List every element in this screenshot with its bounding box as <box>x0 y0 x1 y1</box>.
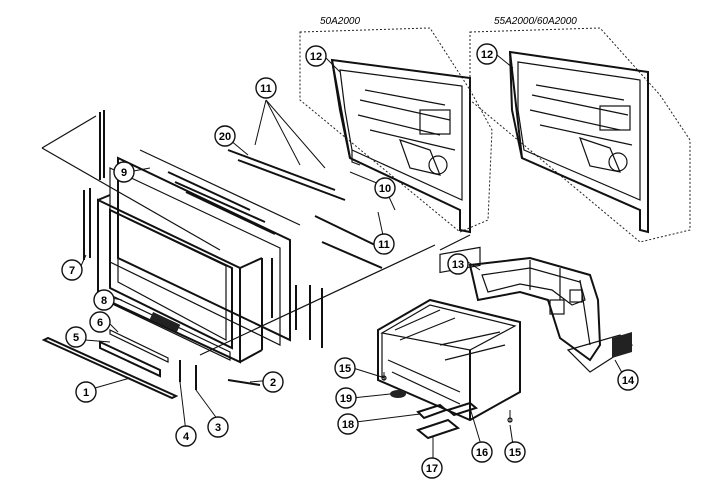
callout-2: 2 <box>262 371 284 393</box>
model-label-55a2000-60a2000: 55A2000/60A2000 <box>494 16 577 27</box>
callout-label-6: 6 <box>97 317 103 329</box>
callout-8: 8 <box>93 289 115 311</box>
callout-label-7: 7 <box>69 265 75 277</box>
callout-label-12-right: 12 <box>481 49 493 61</box>
callout-label-17: 17 <box>426 463 438 475</box>
callout-12-left: 12 <box>305 45 327 67</box>
callout-label-20: 20 <box>219 131 231 143</box>
callout-label-15-left: 15 <box>339 363 351 375</box>
callout-15-right: 15 <box>504 441 526 463</box>
callout-6: 6 <box>89 311 111 333</box>
callout-15-left: 15 <box>334 357 356 379</box>
callout-label-19: 19 <box>340 393 352 405</box>
callout-label-5: 5 <box>73 332 79 344</box>
callout-label-2: 2 <box>270 377 276 389</box>
callout-label-13: 13 <box>452 259 464 271</box>
callout-9: 9 <box>113 161 135 183</box>
callout-3: 3 <box>207 416 229 438</box>
callout-18: 18 <box>337 413 359 435</box>
callout-label-9: 9 <box>121 167 127 179</box>
callout-13: 13 <box>447 253 469 275</box>
callout-19: 19 <box>335 387 357 409</box>
callout-label-14: 14 <box>622 375 635 387</box>
callout-16: 16 <box>471 441 493 463</box>
chassis-assembly <box>377 246 634 440</box>
callout-label-1: 1 <box>83 387 89 399</box>
callout-label-3: 3 <box>215 422 221 434</box>
callout-label-18: 18 <box>342 419 354 431</box>
callout-label-11-bottom: 11 <box>378 239 390 251</box>
callout-label-16: 16 <box>476 447 488 459</box>
callout-1: 1 <box>75 381 97 403</box>
front-frame-assembly <box>41 110 471 400</box>
callout-label-12-left: 12 <box>310 51 322 63</box>
callout-label-10: 10 <box>379 183 391 195</box>
callout-14: 14 <box>617 369 639 391</box>
callout-4: 4 <box>175 425 197 447</box>
callout-10: 10 <box>374 177 396 199</box>
callout-11-bottom: 11 <box>373 233 395 255</box>
callout-12-right: 12 <box>476 43 498 65</box>
callout-label-15-right: 15 <box>509 447 521 459</box>
callout-17: 17 <box>421 457 443 479</box>
callout-20: 20 <box>214 125 236 147</box>
callout-label-8: 8 <box>101 295 107 307</box>
rear-cabinet-50a2000 <box>299 27 493 234</box>
callout-7: 7 <box>61 259 83 281</box>
callout-5: 5 <box>65 326 87 348</box>
callout-label-11-top: 11 <box>260 83 272 95</box>
model-label-50a2000: 50A2000 <box>320 16 360 27</box>
rear-cabinet-55a2000-60a2000 <box>469 27 691 243</box>
callout-label-4: 4 <box>183 431 190 443</box>
callout-11-top: 11 <box>255 77 277 99</box>
